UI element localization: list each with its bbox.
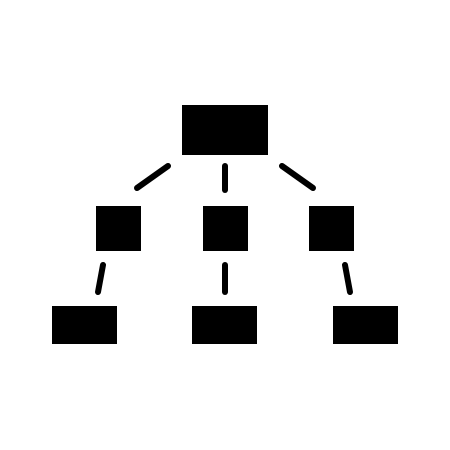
- connector-left-bottom: [95, 262, 106, 295]
- connector-root-left: [134, 163, 171, 191]
- bottom-node-right: [333, 306, 398, 344]
- middle-node-center: [203, 206, 248, 251]
- connector-right-bottom: [342, 262, 353, 295]
- connector-root-right: [279, 163, 316, 191]
- bottom-node-center: [192, 306, 257, 344]
- root-node: [182, 105, 268, 155]
- bottom-node-left: [52, 306, 117, 344]
- middle-node-right: [309, 206, 354, 251]
- middle-node-left: [96, 206, 141, 251]
